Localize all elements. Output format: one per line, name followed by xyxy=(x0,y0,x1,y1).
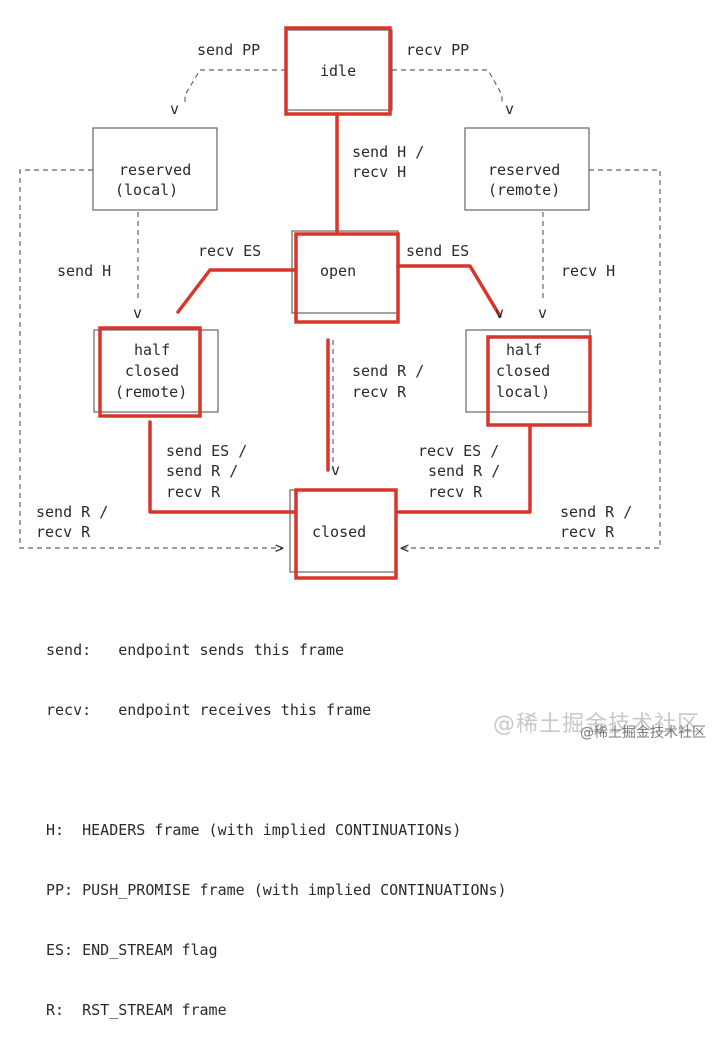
legend-h: H: HEADERS frame (with implied CONTINUAT… xyxy=(46,821,462,839)
state-reserved-remote-line1: reserved xyxy=(488,161,560,179)
label-send-h: send H xyxy=(57,262,111,280)
state-idle: idle xyxy=(320,62,356,80)
half-closed-remote-highlight xyxy=(98,326,202,418)
label-hl-closed-1: recv ES / xyxy=(418,442,499,460)
state-half-closed-local-line2: closed xyxy=(496,362,550,380)
label-send-pp: send PP xyxy=(197,41,260,59)
svg-text:v: v xyxy=(505,100,514,118)
open-highlight xyxy=(294,232,400,324)
state-half-closed-remote-line3: (remote) xyxy=(115,383,187,401)
state-open: open xyxy=(320,262,356,280)
label-idle-open-2: recv H xyxy=(352,163,406,181)
label-hr-closed-1: send ES / xyxy=(166,442,247,460)
legend: send: endpoint sends this frame recv: en… xyxy=(46,600,507,1040)
label-send-es: send ES xyxy=(406,242,469,260)
svg-text:>: > xyxy=(275,539,284,557)
watermark: @稀土掘金技术社区 xyxy=(492,712,700,737)
label-right-1: send R / xyxy=(560,503,632,521)
label-right-2: recv R xyxy=(560,523,615,541)
state-reserved-remote-line2: (remote) xyxy=(488,181,560,199)
label-idle-open-1: send H / xyxy=(352,143,424,161)
label-open-closed-1: send R / xyxy=(352,362,424,380)
state-reserved-local-line1: reserved xyxy=(119,161,191,179)
state-half-closed-local-line1: half xyxy=(506,341,542,359)
svg-text:v: v xyxy=(495,304,504,322)
label-left-1: send R / xyxy=(36,503,108,521)
legend-pp: PP: PUSH_PROMISE frame (with implied CON… xyxy=(46,881,507,899)
state-reserved-local-line2: (local) xyxy=(115,181,178,199)
legend-r: R: RST_STREAM frame xyxy=(46,1001,227,1019)
watermark-small: @稀土掘金技术社区 xyxy=(580,725,706,741)
label-hr-closed-3: recv R xyxy=(166,483,221,501)
legend-spacer xyxy=(46,760,507,780)
label-hl-closed-3: recv R xyxy=(428,483,483,501)
closed-highlight xyxy=(294,488,398,580)
svg-text:v: v xyxy=(331,461,340,479)
highlight-path xyxy=(98,26,592,580)
label-hr-closed-2: send R / xyxy=(166,462,238,480)
svg-text:v: v xyxy=(538,304,547,322)
label-open-closed-2: recv R xyxy=(352,383,407,401)
label-hl-closed-2: send R / xyxy=(428,462,500,480)
label-recv-pp: recv PP xyxy=(406,41,469,59)
state-half-closed-local-line3: local) xyxy=(496,383,550,401)
state-closed: closed xyxy=(312,523,366,541)
legend-recv: recv: endpoint receives this frame xyxy=(46,701,372,719)
label-recv-es: recv ES xyxy=(198,242,261,260)
legend-send: send: endpoint sends this frame xyxy=(46,641,345,659)
svg-text:v: v xyxy=(133,304,142,322)
state-half-closed-remote-line2: closed xyxy=(125,362,179,380)
legend-es: ES: END_STREAM flag xyxy=(46,941,218,959)
half-closed-local-highlight xyxy=(486,335,592,427)
arrowheads: v v v v v v > < xyxy=(133,100,547,557)
svg-text:<: < xyxy=(400,539,409,557)
svg-text:v: v xyxy=(170,100,179,118)
stream-state-diagram: v v v v v v > < idle reserved (local) re… xyxy=(19,26,661,580)
label-recv-h: recv H xyxy=(561,262,615,280)
label-left-2: recv R xyxy=(36,523,91,541)
state-half-closed-remote-line1: half xyxy=(134,341,170,359)
